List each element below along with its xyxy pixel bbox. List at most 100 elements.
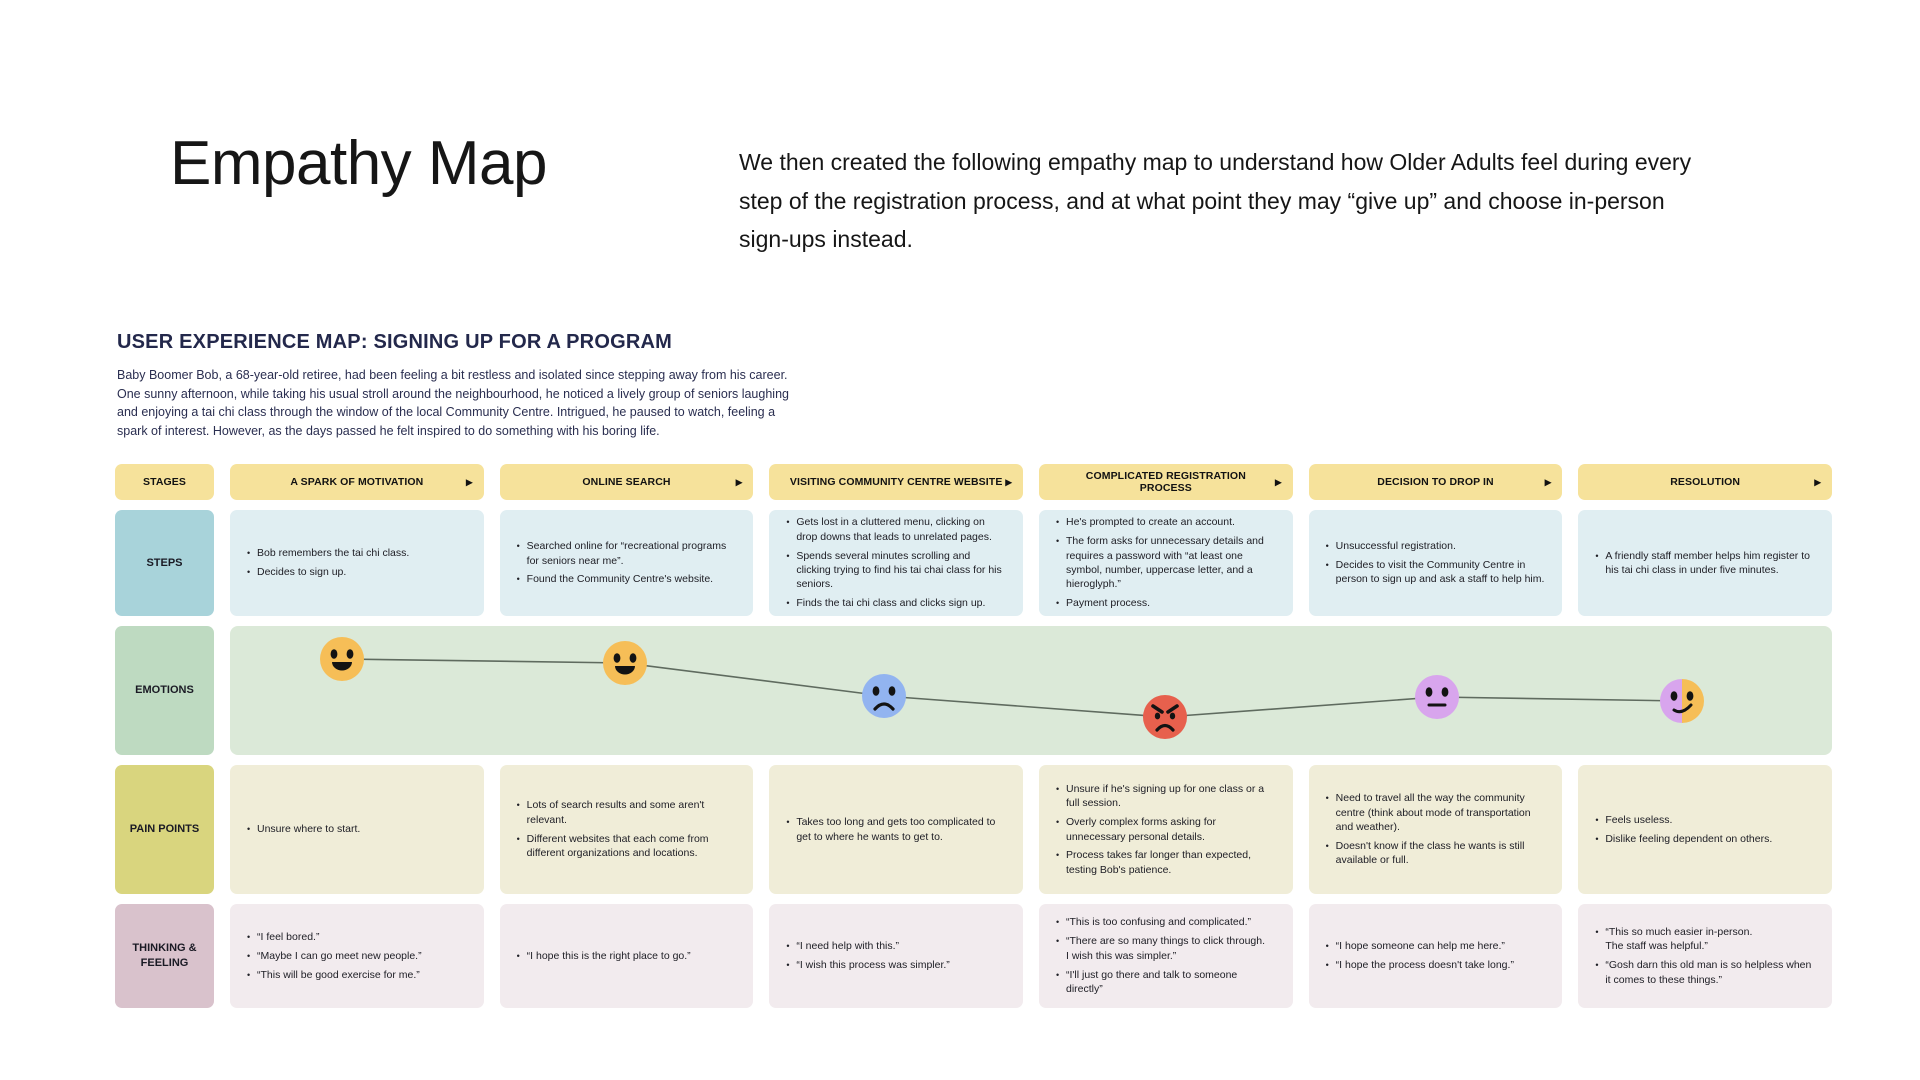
bullet-list: Searched online for “recreational progra… (516, 535, 738, 592)
row-label-pain-points: PAIN POINTS (115, 765, 214, 894)
bullet-item: Decides to visit the Community Centre in… (1325, 558, 1547, 587)
stage-header-cell: VISITING COMMUNITY CENTRE WEBSITE▶ (769, 464, 1023, 500)
thinking-feeling-cell: “I feel bored.” “Maybe I can go meet new … (230, 904, 484, 1008)
pain-points-cell: Feels useless.Dislike feeling dependent … (1578, 765, 1832, 894)
stage-arrow-icon: ▶ (466, 476, 473, 487)
bullet-item: Overly complex forms asking for unnecess… (1055, 815, 1277, 844)
bullet-list: Bob remembers the tai chi class. Decides … (246, 542, 468, 584)
stage-header-cell: DECISION TO DROP IN ▶ (1308, 464, 1563, 500)
emotion-curve-line (341, 658, 1683, 718)
thinking-feeling-cell: “This so much easier in-person. The staf… (1578, 904, 1832, 1008)
bullet-list: “I hope someone can help me here.” “I hop… (1325, 935, 1547, 977)
map-heading: USER EXPERIENCE MAP: SIGNING UP FOR A PR… (117, 331, 672, 353)
stage-header-cell: A SPARK OF MOTIVATION ▶ (230, 464, 484, 500)
steps-cell: Searched online for “recreational progra… (499, 510, 754, 616)
bullet-item: Payment process. (1055, 596, 1277, 610)
stage-header-label: ONLINE SEARCH (582, 476, 671, 488)
bullet-item: A friendly staff member helps him regist… (1594, 549, 1816, 578)
bullet-list: A friendly staff member helps him regist… (1594, 544, 1816, 582)
stage-header-label: VISITING COMMUNITY CENTRE WEBSITE (789, 476, 1003, 488)
bullet-item: Process takes far longer than expected, … (1055, 848, 1277, 877)
pain-points-cell: Unsure if he's signing up for one class … (1039, 765, 1293, 894)
bullet-item: “I'll just go there and talk to someone … (1055, 968, 1277, 997)
stage-header-cell: ONLINE SEARCH ▶ (499, 464, 754, 500)
bullet-list: “This is too confusing and complicated.”… (1055, 911, 1277, 1001)
row-label-emotions: EMOTIONS (115, 626, 214, 755)
bullet-list: Unsuccessful registration. Decides to vis… (1325, 535, 1547, 592)
pain-points-cell: Takes too long and gets too complicated … (769, 765, 1023, 894)
pain-points-cell: Lots of search results and some aren't r… (499, 765, 754, 894)
bullet-list: Takes too long and gets too complicated … (785, 811, 1007, 849)
bullet-list: “I feel bored.” “Maybe I can go meet new … (246, 925, 468, 986)
bullet-item: Bob remembers the tai chi class. (246, 546, 468, 560)
stage-arrow-icon: ▶ (735, 476, 743, 487)
bullet-item: Different websites that each come from d… (516, 832, 738, 861)
stage-header-label: RESOLUTION (1670, 476, 1741, 488)
angry-face-icon (1143, 695, 1187, 739)
stage-header-label: A SPARK OF MOTIVATION (290, 476, 424, 488)
happy-face-icon (603, 641, 647, 685)
row-label-steps: STEPS (115, 510, 214, 616)
steps-cell: He's prompted to create an account. The f… (1039, 510, 1293, 616)
stage-header-label: COMPLICATED REGISTRATION PROCESS (1085, 470, 1246, 494)
row-label-thinking-feeling: THINKING & FEELING (115, 904, 214, 1008)
bullet-item: “This so much easier in-person. The staf… (1594, 925, 1816, 954)
pain-points-cell: Need to travel all the way the community… (1308, 765, 1563, 894)
bullet-item: Found the Community Centre's website. (516, 572, 738, 586)
bullet-item: Decides to sign up. (246, 565, 468, 579)
bullet-item: Doesn't know if the class he wants is st… (1325, 839, 1547, 868)
emotions-band (230, 626, 1832, 755)
bullet-item: He's prompted to create an account. (1055, 515, 1277, 529)
bullet-item: Need to travel all the way the community… (1325, 791, 1547, 834)
stage-header-label: DECISION TO DROP IN (1377, 476, 1494, 488)
bullet-item: “Gosh darn this old man is so helpless w… (1594, 958, 1816, 987)
map-grid: STAGES A SPARK OF MOTIVATION▶ONLINE SEAR… (115, 464, 1832, 1008)
neutral-face-icon (1415, 675, 1459, 719)
happy-face-icon (320, 637, 364, 681)
bullet-item: Lots of search results and some aren't r… (516, 798, 738, 827)
bullet-item: Takes too long and gets too complicated … (785, 815, 1007, 844)
bullet-item: “I hope someone can help me here.” (1325, 939, 1547, 953)
steps-cell: Unsuccessful registration. Decides to vis… (1308, 510, 1563, 616)
bullet-list: He's prompted to create an account. The f… (1055, 511, 1277, 616)
thinking-feeling-cell: “I hope someone can help me here.” “I hop… (1308, 904, 1563, 1008)
thinking-feeling-cell: “I hope this is the right place to go.” (499, 904, 754, 1008)
bullet-item: “Maybe I can go meet new people.” (246, 949, 468, 963)
thinking-feeling-cell: “I need help with this.”“I wish this pro… (769, 904, 1023, 1008)
bullet-item: Gets lost in a cluttered menu, clicking … (785, 515, 1007, 544)
steps-cell: Bob remembers the tai chi class. Decides … (230, 510, 484, 616)
bullet-item: Finds the tai chi class and clicks sign … (785, 596, 1007, 610)
bullet-item: “This is too confusing and complicated.” (1055, 915, 1277, 929)
bullet-item: “I wish this process was simpler.” (785, 958, 1007, 972)
bullet-list: Unsure if he's signing up for one class … (1055, 777, 1277, 882)
bullet-list: Lots of search results and some aren't r… (516, 794, 738, 865)
bullet-item: Spends several minutes scrolling and cli… (785, 549, 1007, 592)
sad-face-icon (862, 674, 906, 718)
bullet-list: Need to travel all the way the community… (1325, 787, 1547, 873)
steps-cell: A friendly staff member helps him regist… (1578, 510, 1832, 616)
bullet-list: Unsure where to start. (246, 818, 468, 841)
pain-points-cell: Unsure where to start. (230, 765, 484, 894)
bullet-item: Unsuccessful registration. (1325, 539, 1547, 553)
bullet-item: The form asks for unnecessary details an… (1055, 534, 1277, 592)
row-label-stages: STAGES (115, 464, 214, 500)
stage-arrow-icon: ▶ (1005, 476, 1012, 487)
stage-header-cell: RESOLUTION▶ (1578, 464, 1832, 500)
bullet-item: “This will be good exercise for me.” (246, 968, 468, 982)
bullet-item: “I hope this is the right place to go.” (516, 949, 738, 963)
bullet-item: Unsure if he's signing up for one class … (1055, 782, 1277, 811)
stage-arrow-icon: ▶ (1275, 476, 1282, 487)
bullet-item: Unsure where to start. (246, 822, 468, 836)
map-description: Baby Boomer Bob, a 68-year-old retiree, … (117, 368, 789, 438)
stage-arrow-icon: ▶ (1544, 476, 1552, 487)
bullet-list: Gets lost in a cluttered menu, clicking … (785, 511, 1007, 616)
emotion-curve-chart (320, 637, 1704, 739)
bullet-item: “I hope the process doesn't take long.” (1325, 958, 1547, 972)
bullet-item: Searched online for “recreational progra… (516, 539, 738, 568)
bullet-item: Feels useless. (1594, 813, 1816, 827)
mixed-face-icon (1660, 679, 1704, 723)
stage-header-cell: COMPLICATED REGISTRATION PROCESS ▶ (1039, 464, 1293, 500)
page-title: Empathy Map (170, 129, 548, 198)
bullet-item: “There are so many things to click throu… (1055, 934, 1277, 963)
bullet-item: “I feel bored.” (246, 930, 468, 944)
